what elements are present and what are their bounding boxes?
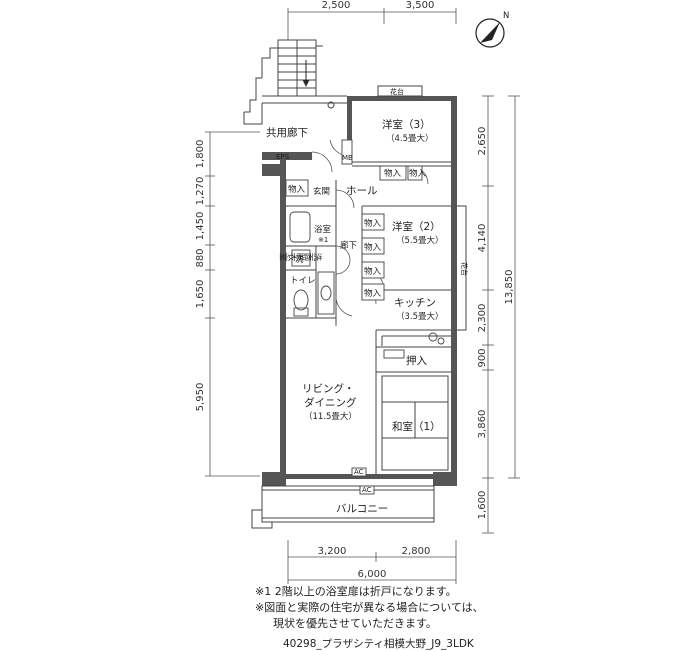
- note-1: ※1 2階以上の浴室扉は折戸になります。: [255, 585, 457, 598]
- column-mark: [327, 101, 335, 109]
- label-toilet: トイレ: [290, 276, 316, 286]
- storage-label-w3b: 物入: [409, 168, 427, 179]
- storage-label-hall1: 物入: [364, 218, 382, 229]
- label-living-size: （11.5畳大）: [304, 411, 357, 422]
- label-washroom: 洗面脱衣室: [280, 251, 323, 261]
- label-hall: ホール: [346, 185, 378, 197]
- label-balcony: バルコニー: [336, 503, 388, 515]
- tag-ac-1: AC: [354, 468, 364, 476]
- label-bath-note: ※1: [318, 236, 328, 244]
- dim-left-6: 5,950: [195, 383, 206, 412]
- dim-left-2: 1,270: [195, 177, 206, 206]
- dim-top-2: 3,500: [406, 0, 435, 11]
- fixtures: [289, 211, 445, 359]
- dim-left-3: 1,450: [195, 212, 206, 241]
- label-kitchen-name: キッチン: [394, 297, 436, 309]
- tag-mb: MB: [342, 154, 353, 162]
- compass-label: N: [503, 11, 509, 21]
- dim-bottom-total: 6,000: [358, 569, 387, 580]
- label-washer: 洗: [295, 254, 304, 265]
- interior-walls: [251, 85, 467, 529]
- dim-right-3: 2,300: [477, 304, 488, 333]
- dimension-lines: [205, 8, 520, 584]
- dim-right-6: 1,600: [477, 491, 488, 520]
- dim-left-5: 1,650: [195, 280, 206, 309]
- label-living-line1: リビング・: [302, 382, 355, 395]
- tag-eps: EPS: [276, 153, 290, 161]
- label-western2-size: （5.5畳大）: [396, 235, 444, 246]
- label-hallway: 廊下: [340, 240, 358, 251]
- label-japanese: 和室（1）: [392, 420, 441, 433]
- dim-left-1: 1,800: [195, 140, 206, 169]
- dim-right-total: 13,850: [504, 270, 515, 305]
- note-3: 現状を優先させていただきます。: [262, 617, 437, 630]
- dim-bottom-1: 3,200: [318, 546, 347, 557]
- storage-boxes: [285, 139, 423, 495]
- dim-bottom-2: 2,800: [402, 546, 431, 557]
- dim-right-4: 900: [477, 348, 488, 367]
- label-kitchen-size: （3.5畳大）: [396, 311, 444, 322]
- walls: [262, 96, 457, 486]
- dim-top-1: 2,500: [322, 0, 351, 11]
- label-bath-name: 浴室: [314, 224, 332, 235]
- tag-flower-box-top: 花台: [390, 87, 404, 96]
- tag-flower-box-side: 花台: [460, 262, 469, 276]
- dim-right-2: 4,140: [477, 224, 488, 253]
- label-entrance: 玄関: [313, 186, 330, 197]
- storage-label-entrance: 物入: [288, 184, 306, 195]
- dim-right-1: 2,650: [477, 127, 488, 156]
- stairs: [243, 39, 347, 125]
- label-western2-name: 洋室（2）: [392, 220, 441, 233]
- label-western3-size: （4.5畳大）: [386, 133, 434, 144]
- dim-left-4: 880: [195, 248, 206, 267]
- label-living-line2: ダイニング: [304, 396, 357, 409]
- storage-label-hall4: 物入: [364, 288, 382, 299]
- storage-label-hall3: 物入: [364, 266, 382, 277]
- dim-right-5: 3,860: [477, 410, 488, 439]
- plan-code: 40298_プラザシティ相模大野_J9_3LDK: [283, 638, 474, 650]
- note-2: ※図面と実際の住宅が異なる場合については、: [255, 601, 484, 614]
- label-western3-name: 洋室（3）: [382, 118, 431, 131]
- label-oshiire: 押入: [406, 354, 427, 367]
- compass-icon: N: [475, 11, 509, 48]
- label-corridor: 共用廊下: [266, 126, 308, 139]
- storage-label-hall2: 物入: [364, 242, 382, 253]
- tag-ac-2: AC: [362, 486, 372, 494]
- storage-label-w3: 物入: [384, 168, 402, 179]
